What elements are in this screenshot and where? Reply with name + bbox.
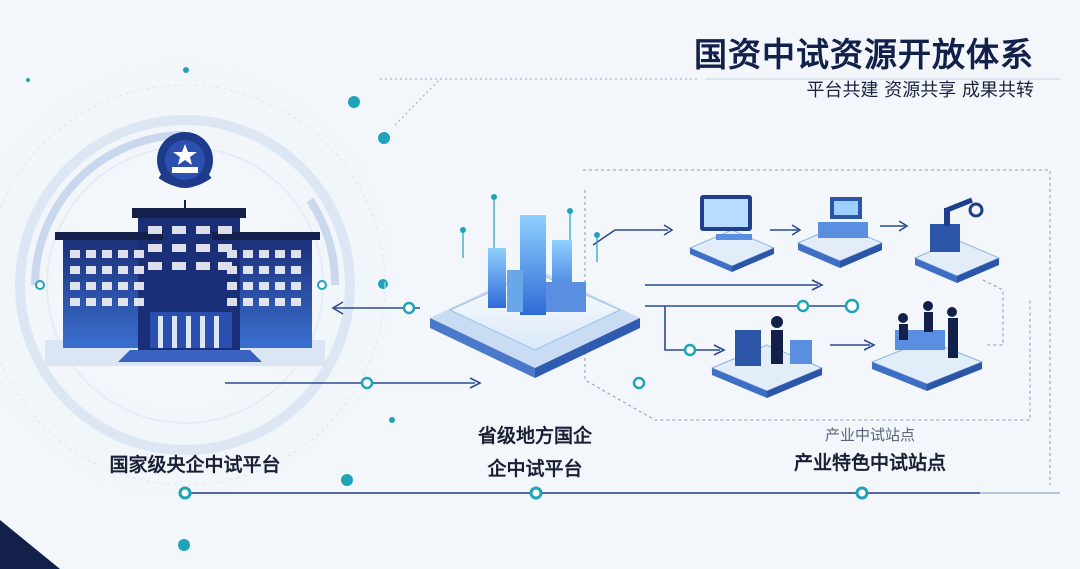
- bottom-timeline: [178, 486, 1060, 500]
- station-equipment-illustration: [710, 316, 824, 398]
- national-emblem-icon: [157, 132, 213, 188]
- stations-label: 产业特色中试站点: [793, 452, 946, 474]
- station-meeting-illustration: [870, 301, 984, 391]
- station-robot-illustration: [913, 197, 1001, 283]
- provincial-platform-label: 省级地方国企 企中试平台: [455, 420, 615, 486]
- accent-dots: [26, 67, 395, 551]
- central-platform-label: 国家级央企中试平台: [109, 454, 281, 476]
- connector-lines: [225, 220, 909, 389]
- page-title: 国资中试资源开放体系: [694, 35, 1034, 74]
- page-subtitle: 平台共建 资源共享 成果共转: [806, 80, 1034, 101]
- station-lab-illustration: [796, 197, 884, 268]
- central-rings: [0, 84, 386, 486]
- node-markers: [360, 298, 860, 390]
- provincial-label-line-1: 省级地方国企: [477, 425, 592, 447]
- station-computer-illustration: [688, 195, 776, 272]
- stations-caption-small: 产业中试站点: [824, 426, 915, 444]
- provincial-label-line-2: 企中试平台: [487, 458, 583, 480]
- provincial-platform-illustration: [430, 194, 640, 378]
- central-building-illustration: [45, 200, 325, 366]
